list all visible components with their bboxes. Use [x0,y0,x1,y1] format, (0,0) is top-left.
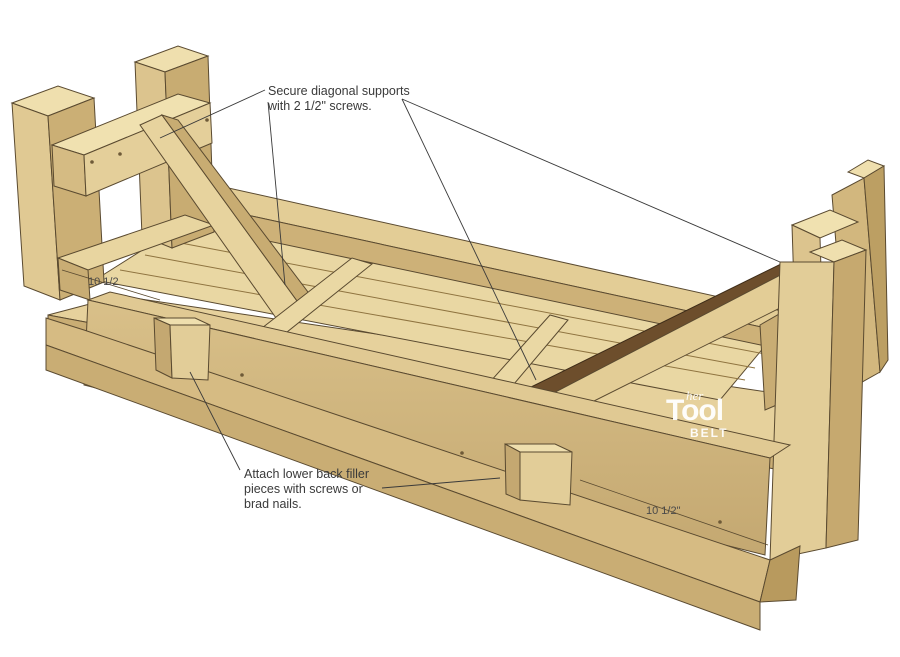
callout-diagonal-line-2: with 2 1/2" screws. [268,99,372,113]
right-leg-assembly [759,159,889,561]
logo-her-text: her [686,388,704,403]
callout-diagonal-line-1: Secure diagonal supports [268,84,410,98]
leader-lines [159,89,781,489]
callout-filler-line-3: brad nails. [244,497,302,511]
callout-diagonal-supports: Secure diagonal supports with 2 1/2" scr… [268,84,410,114]
left-leg-assembly [10,45,216,301]
callout-filler-line-1: Attach lower back filler [244,467,370,481]
callout-filler-pieces: Attach lower back filler pieces with scr… [244,467,369,512]
front-rail [83,291,792,556]
logo-tool-text: Tool [666,394,724,427]
dimension-label-left: 10 1/2 [88,276,119,288]
callout-filler-line-2: pieces with screws or [244,482,363,496]
base-board [45,317,801,631]
her-tool-belt-logo: her Tool BELT [662,388,742,444]
dimension-lines [61,269,769,546]
filler-pieces [153,317,573,506]
logo-belt-text: BELT [690,426,729,440]
dimension-label-right: 10 1/2" [646,505,681,517]
